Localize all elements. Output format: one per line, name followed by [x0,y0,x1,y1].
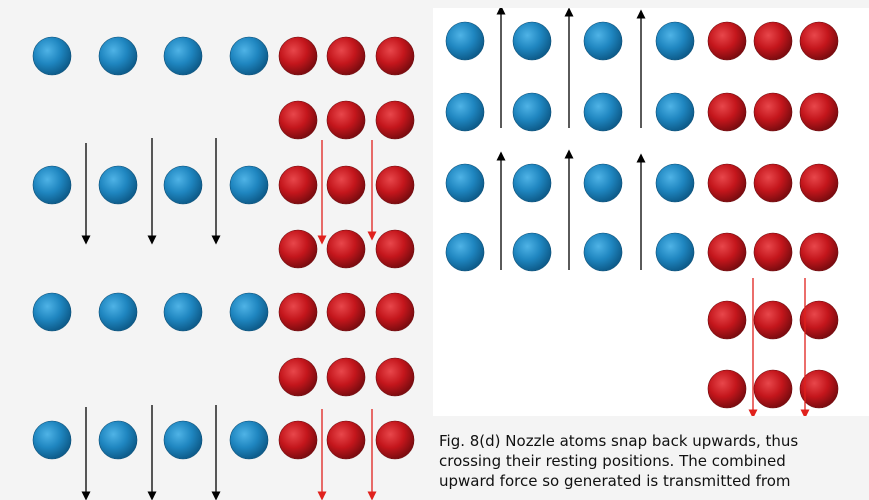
nozzle-atom [98,420,138,460]
bulk-atom [753,369,793,409]
nozzle-atom [32,165,72,205]
bulk-atom [753,232,793,272]
nozzle-atom [445,232,485,272]
nozzle-atom [445,163,485,203]
bulk-atom [707,369,747,409]
bulk-atom [278,357,318,397]
nozzle-atom [512,92,552,132]
nozzle-atom [32,36,72,76]
bulk-atom [326,357,366,397]
nozzle-atom [163,420,203,460]
left-atom-diagram [32,36,415,500]
figure-caption: Fig. 8(d) Nozzle atoms snap back upwards… [439,431,869,500]
bulk-atom [278,420,318,460]
bulk-atom [326,229,366,269]
bulk-atom [707,232,747,272]
left-diagram-panel [0,0,430,500]
bulk-atom [326,100,366,140]
bulk-atom [707,92,747,132]
nozzle-atom [655,232,695,272]
nozzle-atom [583,21,623,61]
nozzle-atom [512,163,552,203]
nozzle-atom [583,232,623,272]
bulk-atom [278,229,318,269]
nozzle-atom [98,36,138,76]
bulk-atom [375,229,415,269]
bulk-atom [278,165,318,205]
nozzle-atom [229,420,269,460]
nozzle-atom [655,163,695,203]
right-atom-diagram [445,8,839,416]
nozzle-atom [32,420,72,460]
bulk-atom [375,165,415,205]
nozzle-atom [163,292,203,332]
bulk-atom [753,92,793,132]
nozzle-atom [655,21,695,61]
caption-line-3: upward force so generated is transmitted… [439,472,791,490]
nozzle-atom [512,232,552,272]
bulk-atom [278,100,318,140]
caption-line-1: Fig. 8(d) Nozzle atoms snap back upwards… [439,432,799,450]
right-diagram-panel [433,8,869,416]
bulk-atom [278,36,318,76]
bulk-atom [375,357,415,397]
bulk-atom [707,300,747,340]
nozzle-atom [655,92,695,132]
nozzle-atom [445,21,485,61]
caption-line-2: crossing their resting positions. The co… [439,452,786,470]
bulk-atom [375,292,415,332]
bulk-atom [799,163,839,203]
nozzle-atom [98,292,138,332]
nozzle-atom [583,92,623,132]
bulk-atom [326,292,366,332]
nozzle-atom [445,92,485,132]
nozzle-atom [583,163,623,203]
nozzle-atom [32,292,72,332]
nozzle-atom [512,21,552,61]
nozzle-atom [229,165,269,205]
bulk-atom [799,232,839,272]
bulk-atom [278,292,318,332]
bulk-atom [799,300,839,340]
bulk-atom [326,420,366,460]
nozzle-atom [229,292,269,332]
bulk-atom [799,92,839,132]
bulk-atom [326,165,366,205]
bulk-atom [375,420,415,460]
bulk-atom [799,21,839,61]
bulk-atom [753,21,793,61]
nozzle-atom [98,165,138,205]
nozzle-atom [163,36,203,76]
bulk-atom [707,163,747,203]
bulk-atom [326,36,366,76]
nozzle-atom [163,165,203,205]
bulk-atom [753,163,793,203]
bulk-atom [753,300,793,340]
nozzle-atom [229,36,269,76]
bulk-atom [375,36,415,76]
bulk-atom [799,369,839,409]
bulk-atom [375,100,415,140]
bulk-atom [707,21,747,61]
